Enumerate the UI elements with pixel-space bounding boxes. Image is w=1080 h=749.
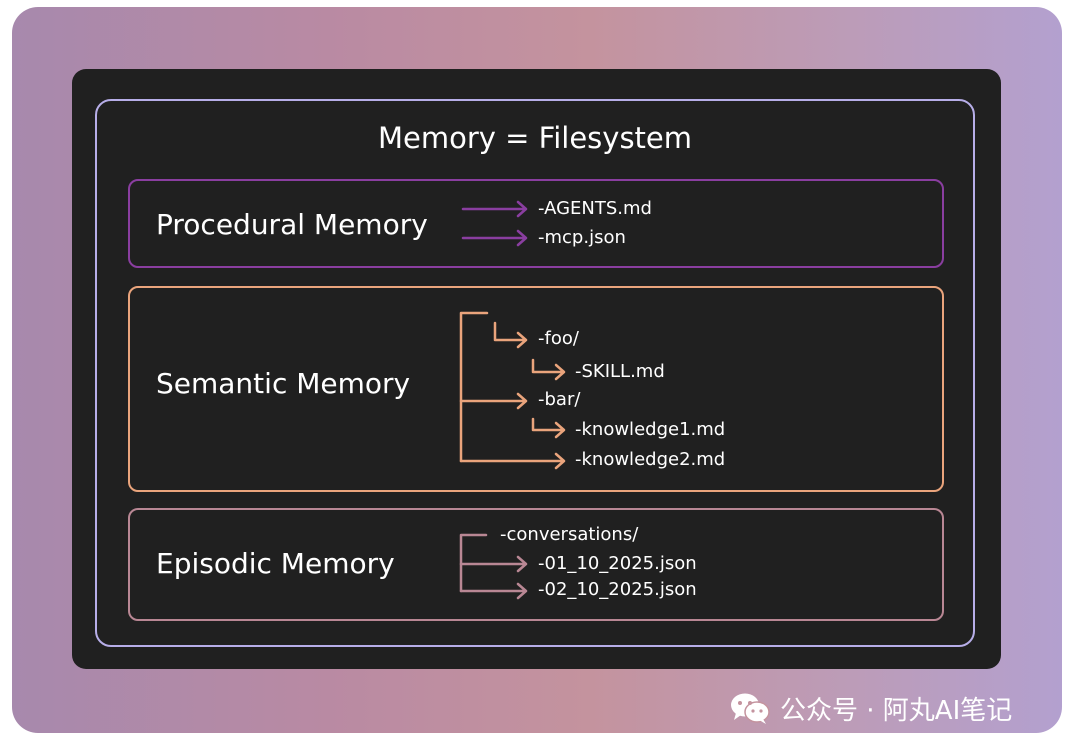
memory-frame [95, 99, 975, 647]
wechat-icon [731, 693, 770, 724]
watermark-text: 公众号 · 阿丸AI笔记 [780, 695, 1013, 726]
watermark: 公众号 · 阿丸AI笔记 [730, 688, 1012, 728]
file-conversation-02: -02_10_2025.json [538, 579, 697, 600]
file-knowledge2-md: -knowledge2.md [575, 449, 726, 470]
file-conversation-01: -01_10_2025.json [538, 553, 697, 574]
procedural-memory-label: Procedural Memory [156, 208, 428, 241]
file-mcp-json: -mcp.json [538, 227, 626, 248]
file-agents-md: -AGENTS.md [538, 198, 652, 219]
file-skill-md: -SKILL.md [575, 361, 665, 382]
folder-conversations: -conversations/ [500, 524, 639, 545]
diagram-title: Memory = Filesystem [377, 121, 693, 155]
semantic-memory-label: Semantic Memory [156, 367, 411, 400]
folder-bar: -bar/ [538, 389, 581, 410]
file-knowledge1-md: -knowledge1.md [575, 419, 726, 440]
episodic-memory-label: Episodic Memory [156, 547, 395, 580]
episodic-memory-box [128, 508, 944, 621]
folder-foo: -foo/ [538, 328, 579, 349]
procedural-memory-box [128, 179, 944, 268]
semantic-memory-box [128, 286, 944, 492]
